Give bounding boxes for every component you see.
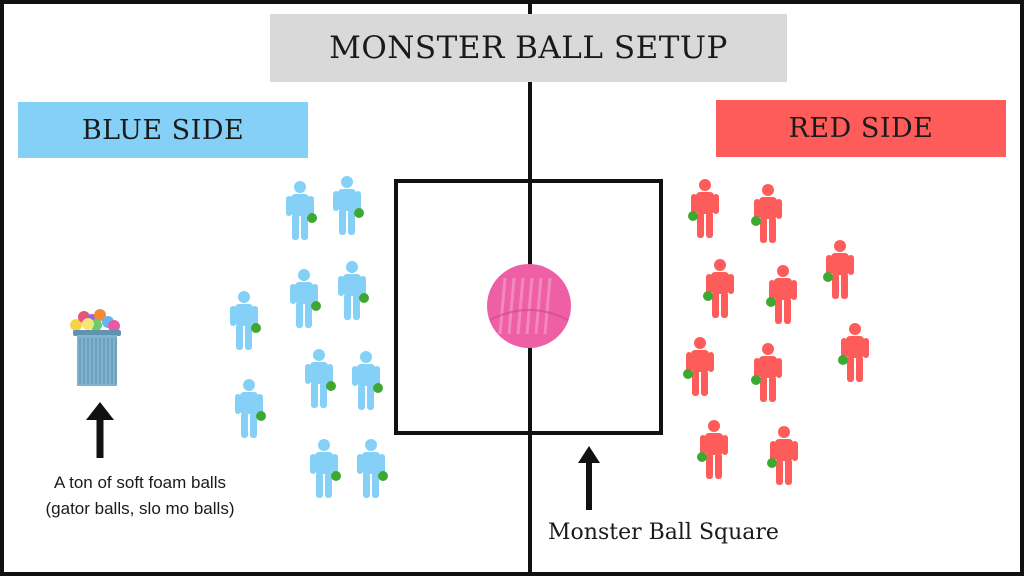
foam-ball-icon [331, 471, 341, 481]
blue-player-icon [286, 181, 317, 240]
foam-ball-icon [94, 309, 106, 321]
foam-ball-icon [373, 383, 383, 393]
red-player-icon [697, 420, 728, 479]
foam-ball-icon [359, 293, 369, 303]
blue-player-icon [357, 439, 388, 498]
red-player-icon [751, 184, 782, 243]
foam-ball-icon [767, 458, 777, 468]
foam-ball-icon [683, 369, 693, 379]
blue-side-label: BLUE SIDE [18, 102, 308, 158]
foam-ball-icon [378, 471, 388, 481]
foam-ball-icon [251, 323, 261, 333]
red-player-icon [751, 343, 782, 402]
blue-player-icon [305, 349, 336, 408]
foam-ball-icon [751, 216, 761, 226]
monster-ball-icon [487, 264, 571, 348]
foam-balls-caption: A ton of soft foam balls (gator balls, s… [20, 470, 260, 522]
red-side-label: RED SIDE [716, 100, 1006, 157]
foam-ball-icon [354, 208, 364, 218]
foam-ball-icon [838, 355, 848, 365]
foam-ball-icon [311, 301, 321, 311]
blue-player-icon [230, 291, 261, 350]
foam-ball-icon [70, 319, 82, 331]
blue-player-icon [310, 439, 341, 498]
red-player-icon [683, 337, 714, 396]
foam-balls-caption-line2: (gator balls, slo mo balls) [45, 499, 235, 518]
blue-player-icon [338, 261, 369, 320]
monster-ball-square [394, 179, 663, 435]
foam-ball-icon [823, 272, 833, 282]
blue-team [230, 176, 388, 498]
red-team [683, 179, 869, 485]
foam-ball-icon [256, 411, 266, 421]
foam-ball-icon [751, 375, 761, 385]
red-player-icon [703, 259, 734, 318]
red-player-icon [766, 265, 797, 324]
blue-player-icon [290, 269, 321, 328]
arrow-up-icon [86, 402, 114, 458]
foam-ball-icon [82, 318, 94, 330]
foam-ball-icon [697, 452, 707, 462]
red-player-icon [688, 179, 719, 238]
foam-ball-icon [688, 211, 698, 221]
blue-player-icon [352, 351, 383, 410]
foam-ball-icon [326, 381, 336, 391]
foam-ball-icon [108, 320, 120, 332]
trash-can-icon [70, 309, 121, 386]
foam-ball-icon [766, 297, 776, 307]
foam-ball-icon [703, 291, 713, 301]
blue-player-icon [333, 176, 364, 235]
blue-player-icon [235, 379, 266, 438]
red-player-icon [823, 240, 854, 299]
foam-ball-icon [307, 213, 317, 223]
page-title: MONSTER BALL SETUP [270, 14, 787, 82]
foam-balls-caption-line1: A ton of soft foam balls [54, 473, 226, 492]
red-player-icon [767, 426, 798, 485]
monster-ball-square-caption: Monster Ball Square [548, 520, 779, 545]
arrow-up-icon [578, 446, 600, 510]
red-player-icon [838, 323, 869, 382]
